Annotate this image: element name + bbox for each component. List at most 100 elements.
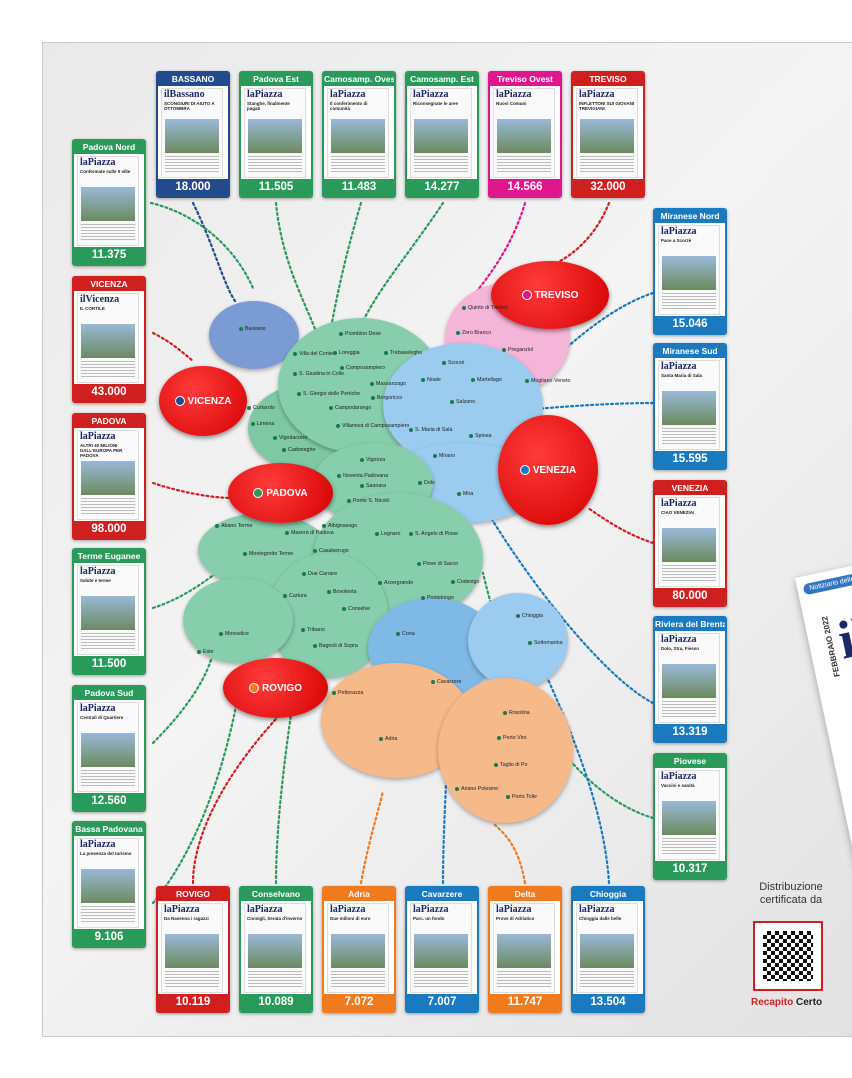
- card-copies-count: 15.595: [655, 451, 725, 468]
- brand-recapito: Recapito: [751, 997, 794, 1008]
- zone-chioggia: [468, 593, 568, 688]
- town-marker-icon: [421, 596, 425, 600]
- town-label: Villa del Conte: [299, 351, 334, 357]
- town-label: Mogliano Veneto: [531, 378, 571, 384]
- town-label: Sottomarina: [534, 640, 563, 646]
- province-label: ROVIGO: [261, 682, 302, 694]
- town-marker-icon: [322, 524, 326, 528]
- cover-masthead: laPiazza: [413, 904, 449, 915]
- cover-text: [81, 361, 135, 379]
- cover-masthead: ilBassano: [164, 89, 205, 100]
- cover-headline: Vaccini e sanità: [661, 783, 695, 788]
- cover-masthead: laPiazza: [413, 89, 449, 100]
- cover-headline: La presenza del turismo: [80, 851, 132, 856]
- card-zone-name: BASSANO: [158, 73, 228, 86]
- town-label: Curtarolo: [253, 405, 275, 411]
- town-label: Martellago: [477, 377, 502, 383]
- town-marker-icon: [431, 680, 435, 684]
- town-marker-icon: [219, 632, 223, 636]
- card-zone-name: Terme Euganee: [74, 550, 144, 563]
- cover-text: [662, 701, 716, 719]
- town-label: Casalserugo: [319, 548, 349, 554]
- town-label: Conselve: [348, 606, 371, 612]
- town-label: Camposampiero: [346, 365, 385, 371]
- cover-text: [248, 971, 302, 989]
- cover-masthead: ilVicenza: [80, 294, 120, 305]
- town-marker-icon: [302, 572, 306, 576]
- card-zone-name: VICENZA: [74, 278, 144, 291]
- cover-headline: ALTRI 40 MILIONI DALL'EUROPA PER PADOVA: [80, 443, 123, 458]
- town-marker-icon: [503, 711, 507, 715]
- town-marker-icon: [215, 524, 219, 528]
- card-copies-count: 11.375: [74, 247, 144, 264]
- cover-photo: [662, 801, 716, 835]
- cover-photo: [81, 187, 135, 221]
- cover-headline: Riconsegnate le aree: [413, 101, 459, 106]
- town-label: Loreggia: [339, 350, 360, 356]
- cover-photo: [248, 119, 302, 153]
- card-copies-count: 12.560: [74, 793, 144, 810]
- cover-headline: Stanghe, finalmente pagati: [247, 101, 290, 111]
- card-copies-count: 11.500: [74, 656, 144, 673]
- town-label: Dolo: [424, 480, 435, 486]
- town-marker-icon: [332, 691, 336, 695]
- cover-headline: Due milioni di euro: [330, 916, 371, 921]
- town-label: Este: [203, 649, 214, 655]
- card-zone-name: Camosamp. Ovest: [324, 73, 394, 86]
- cover-masthead: laPiazza: [80, 839, 116, 850]
- town-marker-icon: [197, 650, 201, 654]
- town-marker-icon: [247, 406, 251, 410]
- town-label: Massanzago: [376, 381, 407, 387]
- province-padova: PADOVA: [228, 463, 333, 523]
- cover-text: [580, 971, 634, 989]
- town-label: Spinea: [475, 433, 492, 439]
- town-marker-icon: [251, 422, 255, 426]
- card-zone-name: Chioggia: [573, 888, 643, 901]
- cover-photo: [662, 528, 716, 562]
- town-marker-icon: [442, 361, 446, 365]
- town-label: Arzergrande: [384, 580, 414, 586]
- card-zone-name: ROVIGO: [158, 888, 228, 901]
- town-marker-icon: [239, 327, 243, 331]
- cover-photo: [165, 934, 219, 968]
- cover-masthead: laPiazza: [330, 904, 366, 915]
- town-marker-icon: [384, 351, 388, 355]
- town-label: Cartura: [289, 593, 307, 599]
- town-marker-icon: [327, 590, 331, 594]
- cover-text: [414, 971, 468, 989]
- card-zone-name: Miranese Nord: [655, 210, 725, 223]
- town-marker-icon: [506, 795, 510, 799]
- cover-masthead: laPiazza: [661, 634, 697, 645]
- card-zone-name: Cavarzere: [407, 888, 477, 901]
- cover-text: [580, 156, 634, 174]
- zone-delta: [438, 678, 573, 823]
- card-copies-count: 13.504: [573, 994, 643, 1011]
